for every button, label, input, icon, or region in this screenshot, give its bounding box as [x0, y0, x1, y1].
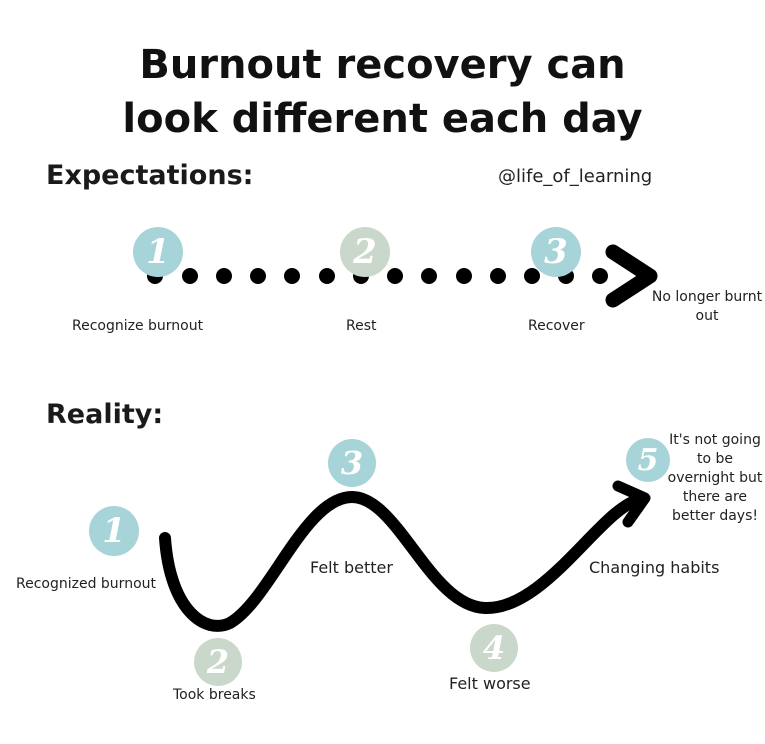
reality-wavy-line [159, 490, 644, 632]
reality-step-1-label: Recognized burnout [16, 576, 156, 592]
reality-step-5-label: Changing habits [589, 558, 720, 577]
reality-step-1-badge: 1 [89, 506, 139, 556]
expectation-step-2-badge: 2 [340, 227, 390, 277]
reality-step-3-label: Felt better [310, 558, 393, 577]
page-title: Burnout recovery can look different each… [0, 38, 765, 146]
reality-step-2-label: Took breaks [173, 687, 256, 703]
reality-step-4-badge: 4 [470, 624, 518, 672]
reality-end-note: It's not going to be overnight but there… [667, 432, 763, 524]
expectations-arrowhead-icon [605, 244, 658, 308]
reality-step-5-badge: 5 [626, 438, 670, 482]
reality-step-2-badge: 2 [194, 638, 242, 686]
reality-arrowhead-icon [612, 480, 651, 528]
expectation-end-label: No longer burnt out [651, 289, 763, 324]
expectations-heading: Expectations: [46, 160, 254, 191]
author-handle: @life_of_learning [498, 166, 653, 187]
expectation-step-3-badge: 3 [531, 227, 581, 277]
expectation-step-1-label: Recognize burnout [72, 318, 204, 334]
expectation-step-3-label: Recover [528, 318, 585, 334]
expectation-step-1-badge: 1 [133, 227, 183, 277]
title-line-2: look different each day [122, 96, 643, 142]
title-line-1: Burnout recovery can [139, 42, 626, 88]
expectation-step-2-label: Rest [346, 318, 377, 334]
reality-step-4-label: Felt worse [449, 674, 531, 693]
reality-heading: Reality: [46, 399, 164, 430]
reality-step-3-badge: 3 [328, 439, 376, 487]
